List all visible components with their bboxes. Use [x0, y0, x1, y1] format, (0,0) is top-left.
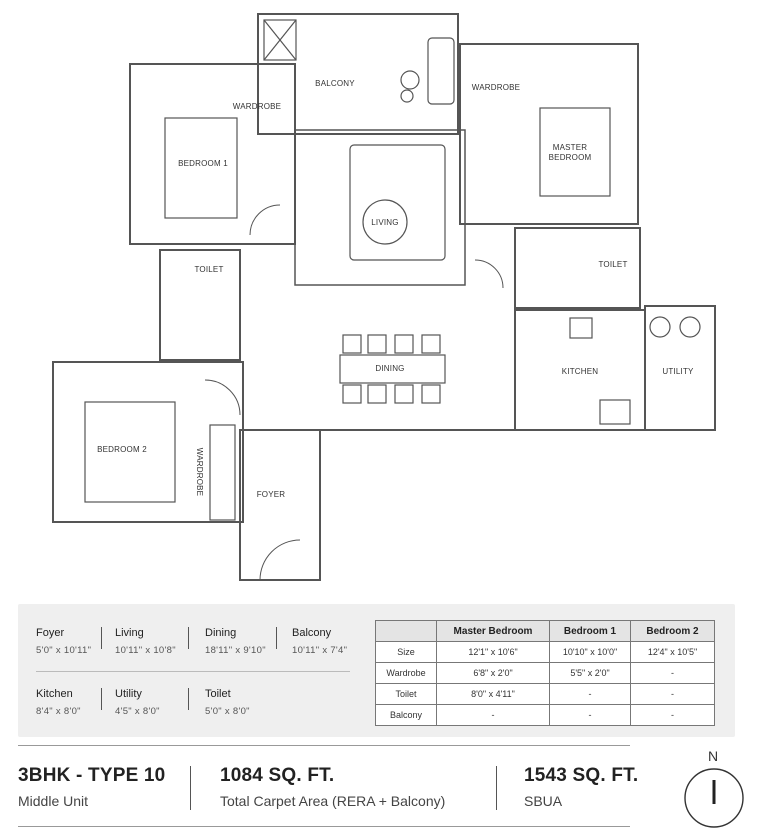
dim-name: Kitchen — [36, 688, 73, 700]
living-wall — [294, 129, 466, 286]
table-header-row: Master Bedroom Bedroom 1 Bedroom 2 — [375, 620, 715, 642]
sbua-title: 1543 SQ. FT. — [524, 765, 639, 786]
dim-living: Living 10'11" x 10'8" — [115, 627, 176, 656]
room-label-toilet-left: TOILET — [194, 265, 223, 274]
dim-value: 4'5" x 8'0" — [115, 706, 160, 717]
dim-toilet: Toilet 5'0" x 8'0" — [205, 688, 250, 717]
dim-value: 5'0" x 10'11" — [36, 645, 92, 656]
room-label-wardrobe-top: WARDROBE — [233, 102, 281, 111]
table-cell: 10'10" x 10'0" — [549, 641, 631, 663]
toilet-right-wall — [514, 227, 641, 309]
table-cell: 8'0" x 4'11" — [436, 683, 550, 705]
utility-wall — [644, 305, 716, 431]
master-wall — [459, 43, 639, 225]
room-label-wardrobe-master: WARDROBE — [472, 83, 520, 92]
sbua-subtitle: SBUA — [524, 793, 563, 809]
table-cell: 6'8" x 2'0" — [436, 662, 550, 684]
dim-value: 18'11" x 9'10" — [205, 645, 266, 656]
table-cell: - — [630, 662, 715, 684]
room-label-balcony: BALCONY — [315, 79, 355, 88]
table-cell: Toilet — [375, 683, 437, 705]
floor-plan: BALCONY WARDROBE WARDROBE BEDROOM 1 MAST… — [52, 13, 716, 581]
table-cell: - — [630, 683, 715, 705]
shaft — [263, 19, 297, 61]
compass-icon — [684, 768, 744, 828]
dim-dining: Dining 18'11" x 9'10" — [205, 627, 266, 656]
table-row: Size 12'1" x 10'6" 10'10" x 10'0" 12'4" … — [375, 641, 715, 663]
room-label-dining: DINING — [375, 364, 404, 373]
table-cell: 12'1" x 10'6" — [436, 641, 550, 663]
room-label-wardrobe-vertical: WARDROBE — [195, 448, 204, 496]
dim-value: 8'4" x 8'0" — [36, 706, 81, 717]
dim-utility: Utility 4'5" x 8'0" — [115, 688, 160, 717]
table-cell: 5'5" x 2'0" — [549, 662, 631, 684]
room-label-utility: UTILITY — [662, 367, 694, 376]
room-label-bedroom2: BEDROOM 2 — [97, 445, 147, 454]
dim-kitchen: Kitchen 8'4" x 8'0" — [36, 688, 81, 717]
table-header: Bedroom 2 — [630, 620, 715, 642]
sofa — [349, 144, 446, 261]
dim-name: Balcony — [292, 627, 332, 639]
dim-foyer: Foyer 5'0" x 10'11" — [36, 627, 91, 656]
table-header: Bedroom 1 — [549, 620, 631, 642]
dim-name: Utility — [115, 688, 142, 700]
table-header: Master Bedroom — [436, 620, 550, 642]
bedroom-table: Master Bedroom Bedroom 1 Bedroom 2 Size … — [375, 620, 715, 726]
carpet-area-title: 1084 SQ. FT. — [220, 765, 335, 786]
toilet-left-wall — [159, 249, 241, 361]
table-cell: - — [436, 704, 550, 726]
north-label: N — [708, 748, 719, 764]
table-row: Toilet 8'0" x 4'11" - - — [375, 683, 715, 705]
table-cell: - — [630, 704, 715, 726]
table-cell: 12'4" x 10'5" — [630, 641, 715, 663]
room-label-master-line1: MASTER — [553, 143, 588, 152]
dim-name: Foyer — [36, 627, 65, 639]
wardrobe-strip — [209, 424, 236, 521]
foyer-wall — [239, 429, 321, 581]
dim-name: Toilet — [205, 688, 231, 700]
table-cell: Balcony — [375, 704, 437, 726]
type-subtitle: Middle Unit — [18, 793, 89, 809]
room-label-bedroom1: BEDROOM 1 — [178, 159, 228, 168]
table-cell: - — [549, 683, 631, 705]
carpet-area-subtitle: Total Carpet Area (RERA + Balcony) — [220, 793, 446, 809]
room-label-kitchen: KITCHEN — [562, 367, 599, 376]
dim-name: Dining — [205, 627, 237, 639]
table-row: Wardrobe 6'8" x 2'0" 5'5" x 2'0" - — [375, 662, 715, 684]
balcony-wall — [257, 13, 459, 135]
table-header — [375, 620, 437, 642]
table-cell: Size — [375, 641, 437, 663]
dim-balcony: Balcony 10'11" x 7'4" — [292, 627, 347, 656]
bedroom2-wall — [52, 361, 244, 523]
room-label-toilet-right: TOILET — [598, 260, 627, 269]
table-row: Balcony - - - — [375, 704, 715, 726]
dining-table — [339, 354, 446, 384]
type-title: 3BHK - TYPE 10 — [18, 765, 166, 786]
table-cell: - — [549, 704, 631, 726]
dim-value: 10'11" x 7'4" — [292, 645, 348, 656]
room-label-master-line2: BEDROOM — [549, 153, 592, 162]
dim-value: 5'0" x 8'0" — [205, 706, 250, 717]
bedroom1-wall — [129, 63, 296, 245]
bed-1 — [164, 117, 238, 219]
table-cell: Wardrobe — [375, 662, 437, 684]
room-label-foyer: FOYER — [257, 490, 286, 499]
room-label-living: LIVING — [371, 218, 398, 227]
bed-2 — [84, 401, 176, 503]
dim-name: Living — [115, 627, 144, 639]
bed-master — [539, 107, 611, 197]
dim-value: 10'11" x 10'8" — [115, 645, 176, 656]
living-table — [362, 199, 408, 245]
